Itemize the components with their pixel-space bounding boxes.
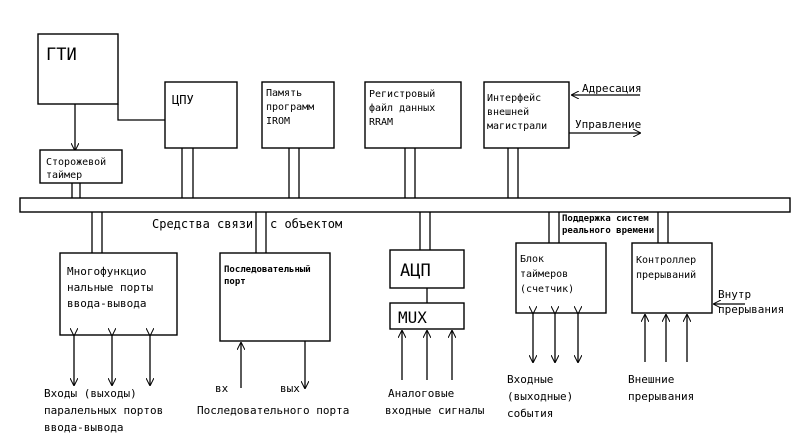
ram-line1: Регистровый <box>369 88 435 100</box>
ram-line2: файл данных <box>369 102 435 114</box>
rom-line2: программ <box>266 102 314 113</box>
serial-line2: порт <box>224 277 246 287</box>
analog-line1: Аналоговые <box>388 387 454 400</box>
gti-to-cpu-line <box>117 104 165 121</box>
ext-interface-block <box>483 81 570 149</box>
events-line3: события <box>507 407 553 420</box>
serial-line1: Последовательный <box>224 265 311 275</box>
extint-line2: прерывания <box>628 390 694 403</box>
intctl-line2: прерываний <box>636 269 696 281</box>
multi-line3: ввода-вывода <box>67 297 146 310</box>
intctl-line1: Контроллер <box>636 255 696 266</box>
int-controller-block <box>631 242 713 314</box>
watchdog-line1: Сторожевой <box>46 156 106 168</box>
timers-block <box>515 242 607 314</box>
cpu-block <box>164 81 238 149</box>
extint-line1: Внешние <box>628 373 674 386</box>
ports-io-line1: Входы (выходы) <box>44 387 137 400</box>
ports-io-line2: паралельных портов <box>44 404 163 417</box>
serial-port-block <box>219 252 331 342</box>
mux-block <box>389 302 465 330</box>
intint-line1: Внутр <box>718 288 751 301</box>
gti-block <box>37 33 119 105</box>
intint-line2: прерывания <box>718 303 784 316</box>
multi-line1: Многофункцио <box>67 265 146 278</box>
timers-line1: Блок <box>520 254 544 265</box>
analog-line2: входные сигналы <box>385 404 485 417</box>
comm-label: Средства связи <box>152 217 253 231</box>
ctrl-label: Управление <box>575 118 641 131</box>
addr-label: Адресация <box>582 82 642 95</box>
ext-line3: магистрали <box>487 121 547 132</box>
adc-label: АЦП <box>400 261 431 281</box>
events-line2: (выходные) <box>507 390 573 403</box>
watchdog-line2: таймер <box>46 169 82 181</box>
rom-line1: Память <box>266 88 302 99</box>
ports-io-line3: ввода-вывода <box>44 421 123 434</box>
watchdog-block <box>39 149 123 184</box>
cpu-label: ЦПУ <box>172 93 194 107</box>
gti-label: ГТИ <box>46 45 77 65</box>
rom-block <box>261 81 335 149</box>
serial-in-label: вх <box>215 382 229 395</box>
timers-line2: таймеров <box>520 268 568 280</box>
ext-line2: внешней <box>487 106 529 118</box>
comm-label-2: с объектом <box>270 217 342 231</box>
multi-line2: нальные порты <box>67 281 153 294</box>
ext-line1: Интерфейс <box>487 92 541 104</box>
multi-ports-block <box>59 252 178 336</box>
serial-out-label: вых <box>280 382 300 395</box>
rt-support-line2: реального времени <box>562 226 654 236</box>
ram-block <box>364 81 462 149</box>
mux-label: MUX <box>398 308 427 327</box>
svg-text:таймер: таймер <box>46 169 82 181</box>
rom-line3: IROM <box>266 116 290 127</box>
svg-text:Сторожевой: Сторожевой <box>46 156 106 168</box>
rt-support-line1: Поддержка систем <box>562 214 649 224</box>
events-line1: Входные <box>507 373 553 386</box>
system-bus <box>19 197 791 213</box>
ram-line3: RRAM <box>369 117 393 128</box>
timers-line3: (счетчик) <box>520 284 574 295</box>
adc-block <box>389 249 465 289</box>
serial-port-label: Последовательного порта <box>197 404 349 417</box>
